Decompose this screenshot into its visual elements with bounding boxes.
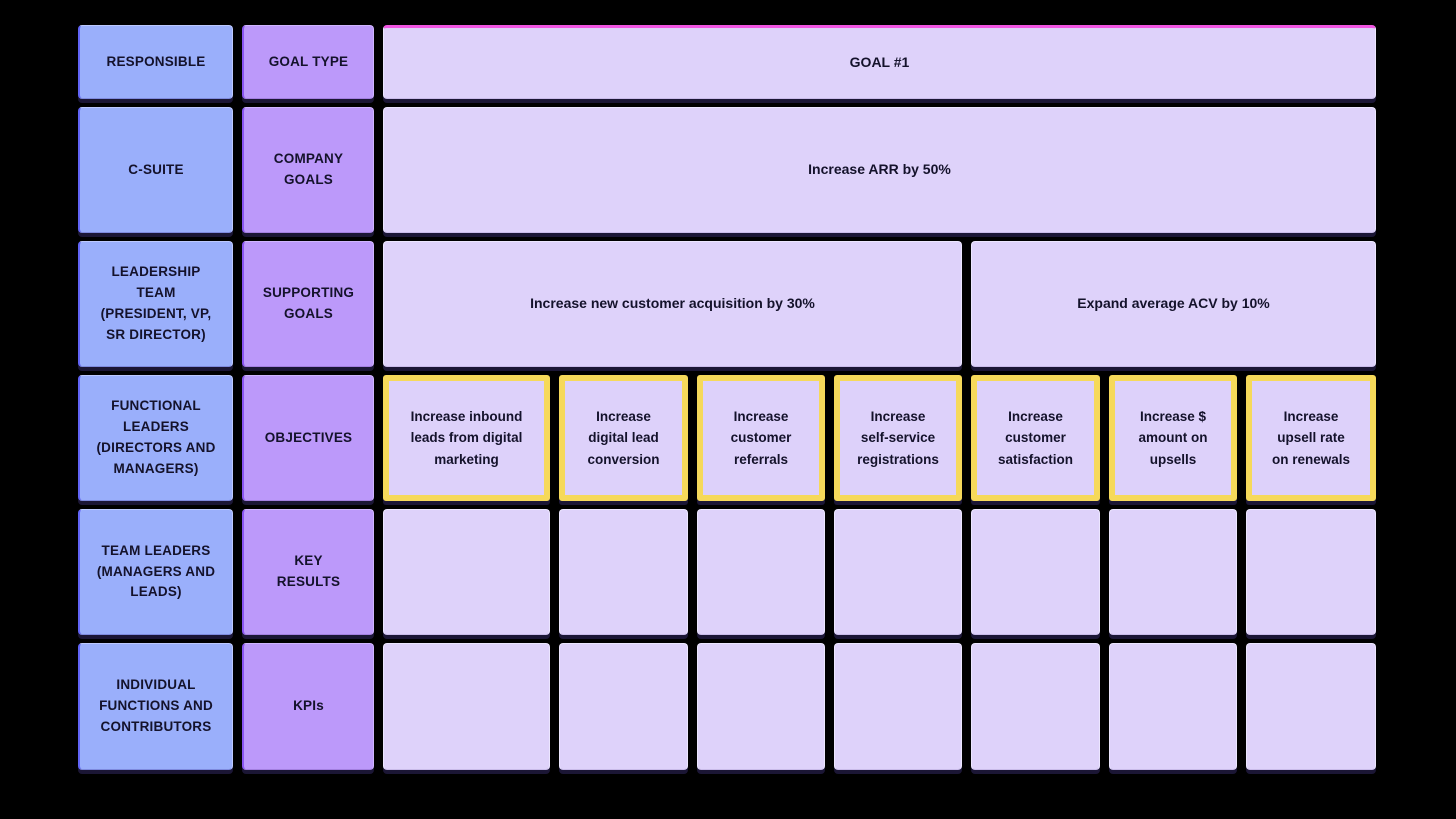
goal-type-cell-key-results: KEY RESULTS	[242, 509, 374, 635]
kpi-cell	[559, 643, 688, 770]
goal-type-cell-supporting-goals: SUPPORTING GOALS	[242, 241, 374, 367]
goal-type-cell-kpis: KPIs	[242, 643, 374, 770]
key-result-cell	[1109, 509, 1237, 635]
key-result-cell	[971, 509, 1100, 635]
goal-type-cell-company-goals: COMPANY GOALS	[242, 107, 374, 233]
company-goal-cell: Increase ARR by 50%	[383, 107, 1376, 233]
kpi-cell	[834, 643, 962, 770]
goal-type-cell-objectives: OBJECTIVES	[242, 375, 374, 501]
objective-cell: Increase customer referrals	[697, 375, 825, 501]
supporting-goal-cell: Expand average ACV by 10%	[971, 241, 1376, 367]
responsible-cell-csuite: C-SUITE	[78, 107, 233, 233]
key-result-cell	[383, 509, 550, 635]
responsible-cell-team-leaders: TEAM LEADERS (MANAGERS AND LEADS)	[78, 509, 233, 635]
kpi-cell	[1246, 643, 1376, 770]
objective-cell: Increase customer satisfaction	[971, 375, 1100, 501]
kpi-cell	[383, 643, 550, 770]
goal-column-header: GOAL #1	[383, 25, 1376, 99]
goal-type-column-header: GOAL TYPE	[242, 25, 374, 99]
kpi-cell	[697, 643, 825, 770]
responsible-cell-functional-leaders: FUNCTIONAL LEADERS (DIRECTORS AND MANAGE…	[78, 375, 233, 501]
responsible-cell-individual-contributors: INDIVIDUAL FUNCTIONS AND CONTRIBUTORS	[78, 643, 233, 770]
key-result-cell	[834, 509, 962, 635]
key-result-cell	[697, 509, 825, 635]
objective-cell: Increase $ amount on upsells	[1109, 375, 1237, 501]
goal-cascade-board: RESPONSIBLE GOAL TYPE GOAL #1 C-SUITE CO…	[78, 25, 1376, 770]
key-result-cell	[1246, 509, 1376, 635]
kpi-cell	[971, 643, 1100, 770]
objective-cell: Increase digital lead conversion	[559, 375, 688, 501]
key-result-cell	[559, 509, 688, 635]
supporting-goal-cell: Increase new customer acquisition by 30%	[383, 241, 962, 367]
kpi-cell	[1109, 643, 1237, 770]
responsible-column-header: RESPONSIBLE	[78, 25, 233, 99]
objective-cell: Increase self-service registrations	[834, 375, 962, 501]
objective-cell: Increase inbound leads from digital mark…	[383, 375, 550, 501]
responsible-cell-leadership-team: LEADERSHIP TEAM (PRESIDENT, VP, SR DIREC…	[78, 241, 233, 367]
objective-cell: Increase upsell rate on renewals	[1246, 375, 1376, 501]
